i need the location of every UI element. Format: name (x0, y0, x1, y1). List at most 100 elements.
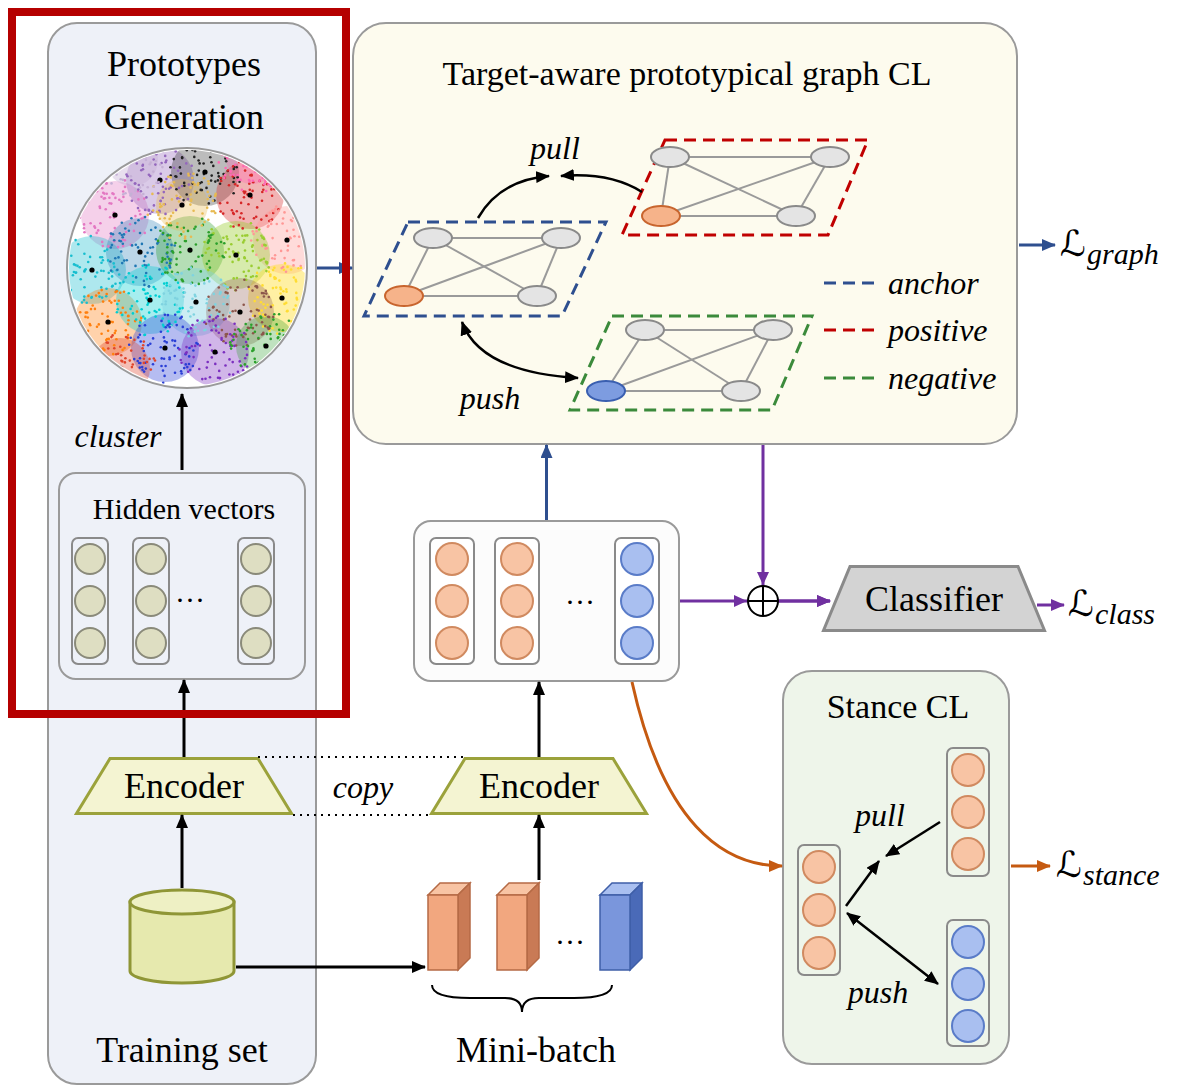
cluster-centroid (263, 343, 268, 348)
cluster-blob (226, 132, 278, 184)
cluster-points (163, 312, 166, 315)
cluster-points (206, 366, 209, 369)
connector-arrow (538, 815, 541, 880)
cluster-points (220, 177, 223, 180)
cluster-points (122, 193, 125, 196)
cluster-points (224, 385, 227, 388)
cluster-points (228, 129, 231, 132)
cluster-points (161, 303, 164, 306)
cluster-points (243, 196, 246, 199)
cluster-points (211, 349, 214, 352)
cluster-points (176, 272, 179, 275)
cluster-points (150, 277, 153, 280)
process-panel: Prototypes GenerationHidden vectors···En… (47, 22, 317, 1085)
cluster-points (169, 186, 172, 189)
cluster-points (133, 290, 136, 293)
cluster-points (139, 213, 142, 216)
cluster-points (291, 220, 294, 223)
cluster-points (259, 160, 262, 163)
cluster-points (113, 396, 116, 399)
cluster-points (197, 159, 200, 162)
negative-graph (570, 316, 812, 410)
cluster-points (146, 298, 149, 301)
cluster-points (203, 241, 206, 244)
cluster-points (174, 273, 177, 276)
cluster-points (238, 161, 241, 164)
cluster-points (143, 289, 146, 292)
cluster-points (169, 176, 172, 179)
anchor-graph (404, 238, 561, 296)
cluster-points (234, 329, 237, 332)
cluster-points (194, 150, 197, 153)
cluster-points (95, 232, 98, 235)
cluster-points (261, 333, 264, 336)
cluster-points (188, 363, 191, 366)
cluster-points (244, 249, 247, 252)
cluster-points (76, 265, 79, 268)
cluster-points (270, 181, 273, 184)
stance-vector (803, 851, 835, 883)
cluster-points (150, 148, 153, 151)
cluster-points (272, 269, 275, 272)
cluster-points (232, 225, 235, 228)
cluster-points (231, 261, 234, 264)
cluster-points (278, 333, 281, 336)
cluster-points (191, 298, 194, 301)
cluster-points (94, 308, 97, 311)
cluster-points (255, 324, 258, 327)
cluster-points (198, 283, 201, 286)
cluster-points (303, 226, 306, 229)
cluster-points (208, 195, 211, 198)
encoder-trapezoid: Encoder (430, 757, 648, 815)
cluster-points (148, 358, 151, 361)
cluster-points (314, 227, 317, 230)
cluster-points (173, 355, 176, 358)
cluster-plot (67, 148, 307, 388)
cluster-points (142, 216, 145, 219)
brace (432, 985, 612, 1012)
cluster-points (171, 185, 174, 188)
cluster-blob (236, 316, 296, 376)
cluster-points (295, 280, 298, 283)
positive-graph (796, 157, 830, 216)
cluster-points (185, 351, 188, 354)
cluster-points (148, 209, 151, 212)
cluster-points (83, 223, 86, 226)
cluster-points (207, 198, 210, 201)
cluster-points (119, 291, 122, 294)
cluster-points (274, 208, 277, 211)
cluster-points (130, 175, 133, 178)
legend-line (824, 329, 876, 332)
cluster-points (265, 190, 268, 193)
cluster-points (94, 349, 97, 352)
cluster-points (223, 318, 226, 321)
positive-graph (670, 156, 830, 158)
cluster-points (129, 308, 132, 311)
vector-box: ··· (413, 520, 680, 682)
cluster-points (191, 324, 194, 327)
cluster-points (254, 315, 257, 318)
cluster-points (201, 212, 204, 215)
cluster-points (101, 313, 104, 316)
cluster-points (224, 318, 227, 321)
cluster-points (190, 235, 193, 238)
loss-arrow (1011, 245, 1064, 866)
cluster-points (260, 301, 263, 304)
cluster-points (179, 317, 182, 320)
cluster-points (162, 148, 165, 151)
cluster-points (263, 139, 266, 142)
cluster-points (245, 275, 248, 278)
cluster-points (178, 348, 181, 351)
cluster-points (297, 336, 300, 339)
cluster-points (184, 353, 187, 356)
cluster-points (256, 206, 259, 209)
cluster-points (214, 195, 217, 198)
cluster-points (206, 263, 209, 266)
cluster-points (150, 368, 153, 371)
cluster-points (180, 362, 183, 365)
cluster-points (249, 174, 252, 177)
cluster-points (262, 236, 265, 239)
cluster-points (81, 206, 84, 209)
hidden-vector (136, 544, 166, 574)
cluster-points (193, 313, 196, 316)
